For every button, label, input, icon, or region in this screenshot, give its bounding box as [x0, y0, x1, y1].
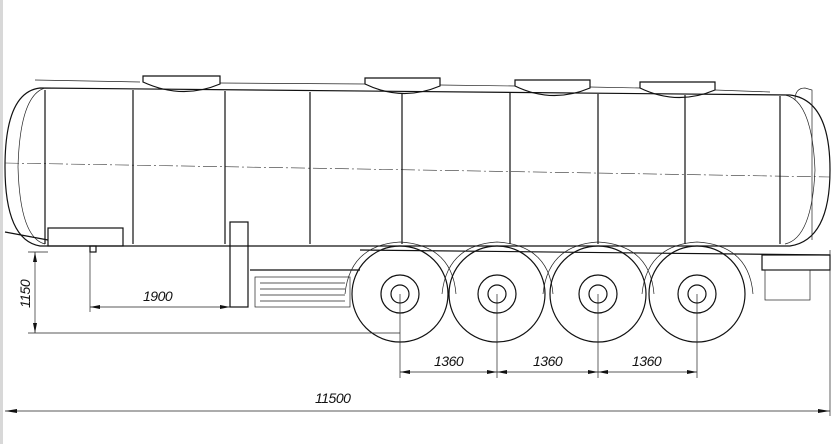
- tank-centerline: [4, 162, 831, 178]
- front-equipment: [4, 221, 831, 308]
- dim-1360-b: 1360: [533, 353, 563, 369]
- dim-1900: 1900: [143, 288, 173, 304]
- wheel-3: [542, 241, 655, 343]
- tank-body: [4, 79, 831, 247]
- landing-gear: [229, 221, 249, 308]
- tank-ribs: [44, 90, 781, 244]
- wheel-2: [441, 241, 554, 343]
- manhole-domes: [142, 75, 716, 99]
- wheel-1: [344, 241, 457, 343]
- dim-1150: 1150: [17, 279, 33, 308]
- wheels: [344, 241, 754, 343]
- dim-1360-a: 1360: [434, 353, 464, 369]
- dim-11500: 11500: [315, 390, 351, 406]
- wheel-4: [641, 241, 754, 343]
- dim-1360-c: 1360: [632, 353, 662, 369]
- dimension-lines: [5, 250, 831, 416]
- page-border: [0, 0, 3, 444]
